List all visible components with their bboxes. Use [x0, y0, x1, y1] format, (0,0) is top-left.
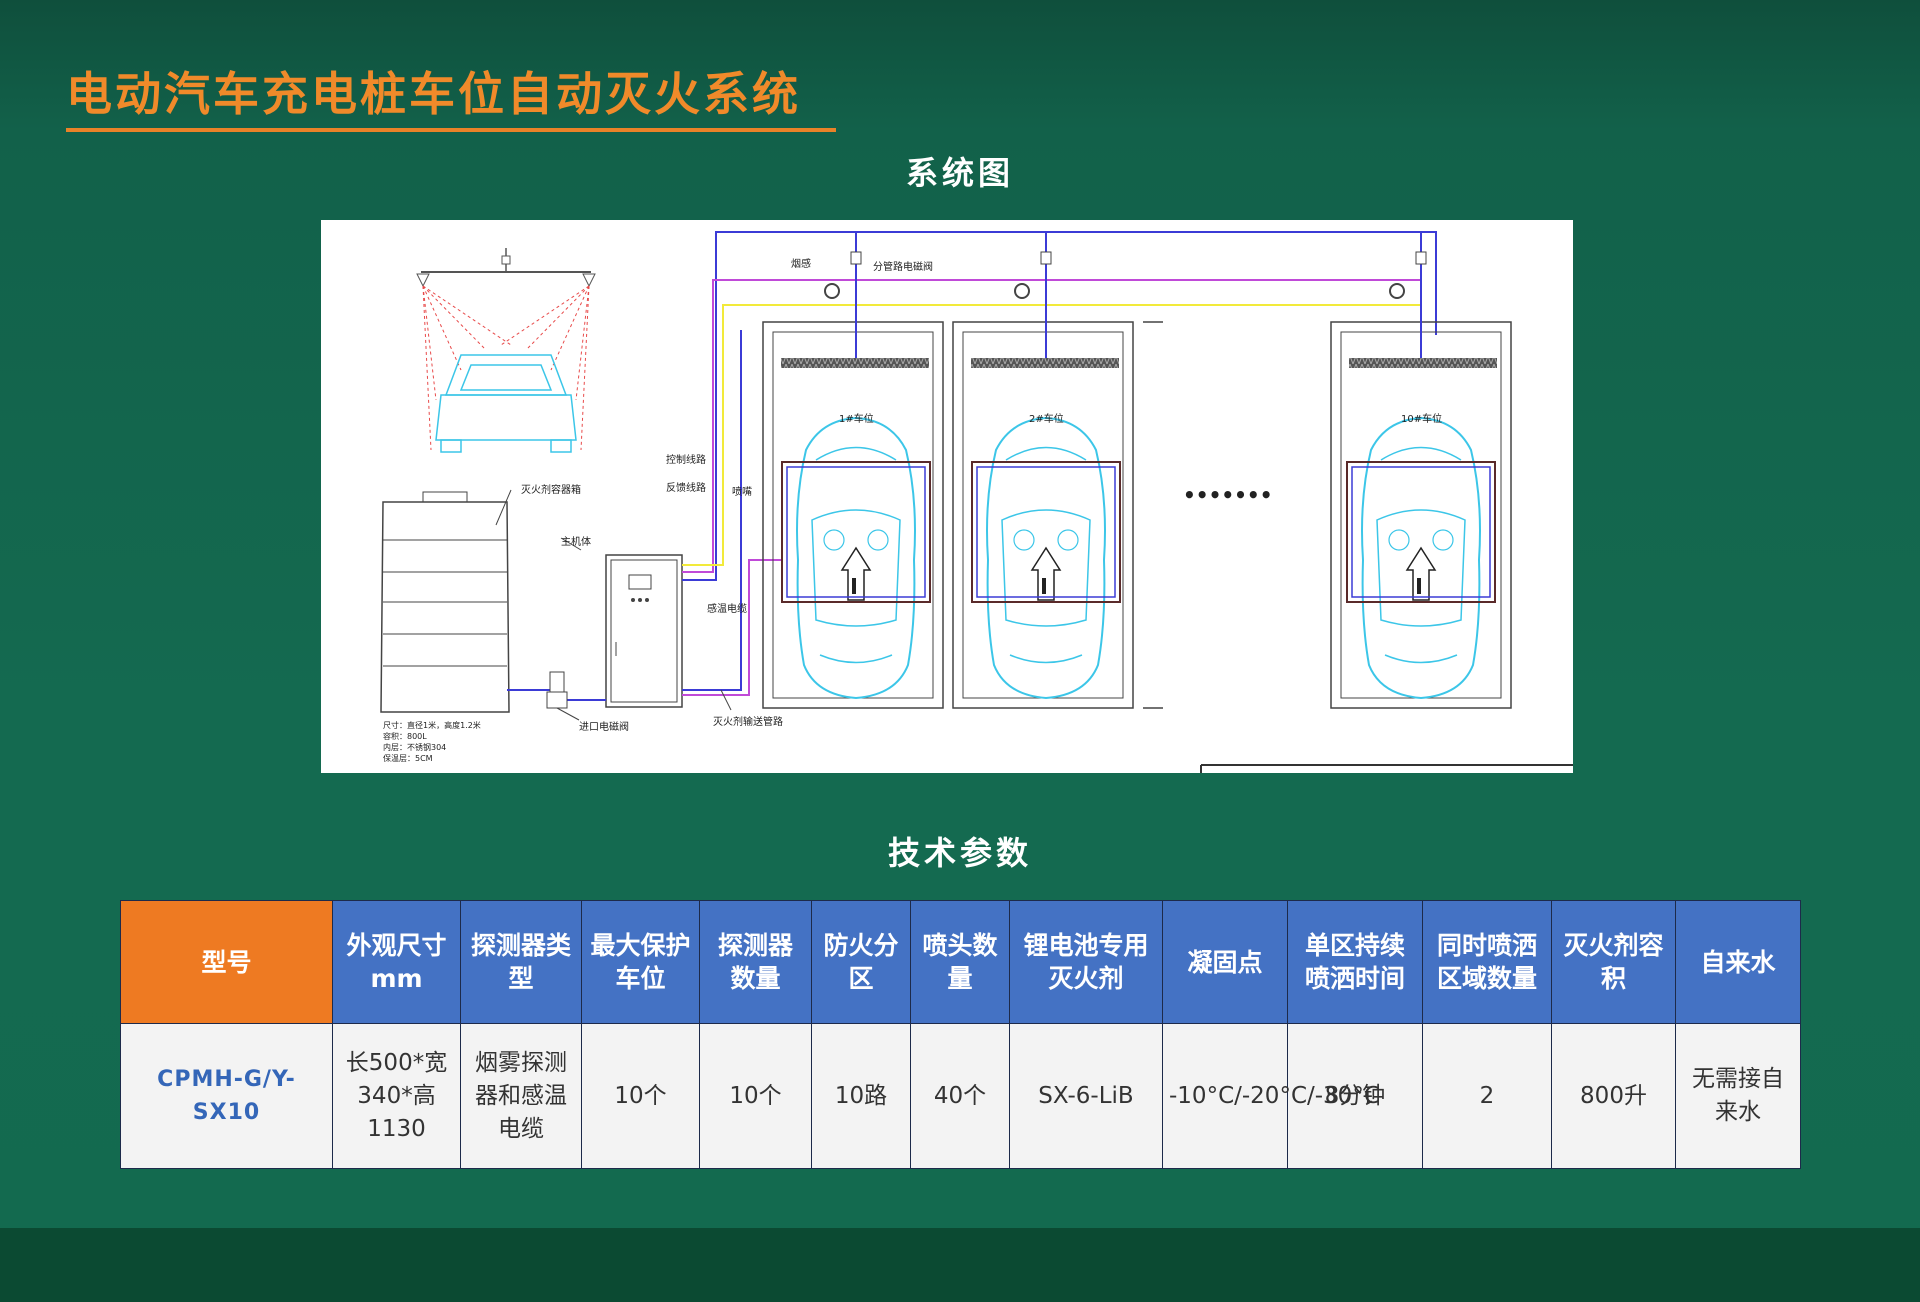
header-freezing-point: 凝固点 [1162, 900, 1288, 1024]
tank-spec-2: 容积：800L [383, 731, 427, 741]
cell-detector-count: 10个 [699, 1023, 812, 1169]
header-fire-zones: 防火分区 [811, 900, 911, 1024]
label-bay2: 2#车位 [1029, 412, 1064, 425]
header-detector-type: 探测器类型 [460, 900, 582, 1024]
page-title: 电动汽车充电桩车位自动灭火系统 [66, 67, 801, 121]
params-heading: 技术参数 [887, 834, 1032, 872]
cell-freezing-point: -10°C/-20°C/-30°C [1162, 1023, 1380, 1169]
label-nozzle: 喷嘴 [732, 486, 752, 498]
header-agent: 锂电池专用灭火剂 [1009, 900, 1163, 1024]
header-tap-water: 自来水 [1675, 900, 1801, 1024]
parking-bay-1: 1#车位 [762, 232, 944, 709]
spec-table: 型号 外观尺寸mm 探测器类型 最大保护车位 探测器数量 防火分区 喷头数量 锂… [120, 900, 1801, 1169]
label-control-line: 控制线路 [666, 453, 706, 466]
header-dimensions: 外观尺寸mm [332, 900, 461, 1024]
label-inlet-valve: 进口电磁阀 [579, 720, 629, 733]
cell-fire-zones: 10路 [811, 1023, 911, 1169]
tank-spec-1: 尺寸：直径1米，高度1.2米 [383, 720, 481, 730]
header-nozzle-count: 喷头数量 [910, 900, 1010, 1024]
label-smoke: 烟感 [791, 257, 811, 270]
tank-spec-3: 内层：不锈钢304 [383, 742, 446, 752]
agent-tank [380, 489, 512, 713]
cell-detector-type: 烟雾探测器和感温电缆 [460, 1023, 582, 1169]
inlet-valve [507, 671, 601, 721]
cell-nozzle-count: 40个 [910, 1023, 1010, 1169]
cell-model: CPMH-G/Y-SX10 [120, 1023, 333, 1169]
cell-simultaneous-zones: 2 [1422, 1023, 1552, 1169]
label-bay10: 10#车位 [1401, 412, 1442, 425]
diagram-heading: 系统图 [905, 154, 1014, 192]
tank-spec-4: 保温层：5CM [383, 753, 433, 763]
header-agent-volume: 灭火剂容积 [1551, 900, 1676, 1024]
cell-tap-water: 无需接自来水 [1675, 1023, 1801, 1169]
label-bay1: 1#车位 [839, 412, 874, 425]
label-heat-cable: 感温电缆 [707, 602, 747, 615]
header-detector-count: 探测器数量 [699, 900, 812, 1024]
cell-agent-volume: 800升 [1551, 1023, 1676, 1169]
spray-illustration [416, 248, 596, 453]
label-feedback-line: 反馈线路 [666, 481, 706, 494]
label-container: 灭火剂容器箱 [521, 483, 581, 496]
header-simultaneous-zones: 同时喷洒区域数量 [1422, 900, 1552, 1024]
parking-bay-2: 2#车位 [952, 232, 1134, 709]
label-host: 主机体 [561, 535, 591, 548]
system-diagram: 灭火剂容器箱 尺寸：直径1米，高度1.2米 容积：800L 内层：不锈钢304 … [321, 220, 1573, 773]
header-model: 型号 [120, 900, 333, 1024]
footer-band [0, 1228, 1920, 1302]
ellipsis: ••••••• [1183, 483, 1272, 507]
parking-bay-10: 10#车位 [1330, 232, 1512, 709]
table-row: CPMH-G/Y-SX10 长500*宽340*高1130 烟雾探测器和感温电缆… [120, 1023, 1801, 1169]
cell-dimensions: 长500*宽340*高1130 [332, 1023, 461, 1169]
label-branch-valve: 分管路电磁阀 [873, 260, 933, 273]
host-cabinet [560, 537, 683, 708]
header-spray-time: 单区持续喷洒时间 [1287, 900, 1423, 1024]
table-header-row: 型号 外观尺寸mm 探测器类型 最大保护车位 探测器数量 防火分区 喷头数量 锂… [120, 900, 1801, 1024]
header-max-bays: 最大保护车位 [581, 900, 700, 1024]
cell-agent: SX-6-LiB [1009, 1023, 1163, 1169]
cell-max-bays: 10个 [581, 1023, 700, 1169]
cell-spray-time: 8分钟 [1287, 1023, 1423, 1169]
title-underline [66, 128, 836, 132]
label-pipeline: 灭火剂输送管路 [713, 715, 783, 728]
